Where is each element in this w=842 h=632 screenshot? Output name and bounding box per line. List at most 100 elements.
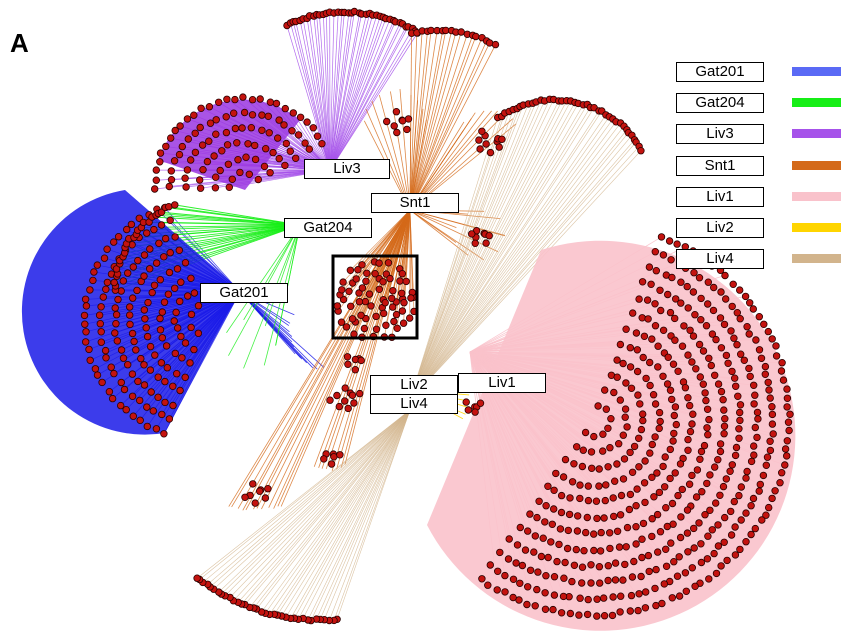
target-node	[620, 360, 627, 367]
target-node	[696, 520, 703, 527]
target-node	[689, 421, 696, 428]
target-node	[667, 475, 674, 482]
target-node	[617, 609, 624, 616]
target-node	[722, 272, 729, 279]
target-node	[342, 385, 349, 392]
target-node	[129, 330, 136, 337]
target-node	[101, 255, 108, 262]
target-node	[734, 341, 741, 348]
target-node	[706, 576, 713, 583]
target-node	[176, 298, 183, 305]
target-node	[162, 399, 169, 406]
target-node	[252, 156, 259, 163]
target-node	[141, 252, 148, 259]
target-node	[399, 270, 406, 277]
target-node	[623, 544, 630, 551]
target-node	[569, 578, 576, 585]
edge	[291, 410, 410, 618]
target-node	[655, 364, 662, 371]
target-node	[769, 403, 776, 410]
target-node	[584, 514, 591, 521]
target-node	[206, 103, 213, 110]
target-node	[159, 411, 166, 418]
target-node	[720, 483, 727, 490]
target-node	[697, 456, 704, 463]
target-node	[705, 431, 712, 438]
target-node	[784, 395, 791, 402]
target-node	[702, 511, 709, 518]
target-node	[752, 424, 759, 431]
target-node	[588, 580, 595, 587]
target-node	[723, 352, 730, 359]
target-node	[685, 436, 692, 443]
target-node	[626, 506, 633, 513]
target-node	[760, 472, 767, 479]
target-node	[602, 497, 609, 504]
target-node	[772, 488, 779, 495]
target-node	[660, 373, 667, 380]
target-node	[633, 541, 640, 548]
target-node	[769, 411, 776, 418]
target-node	[91, 269, 98, 276]
target-node	[115, 296, 122, 303]
target-node	[635, 392, 642, 399]
target-node	[554, 558, 561, 565]
target-node	[617, 397, 624, 404]
target-node	[538, 553, 545, 560]
target-node	[747, 373, 754, 380]
target-node	[548, 539, 555, 546]
target-node	[738, 517, 745, 524]
target-node	[606, 530, 613, 537]
target-node	[615, 440, 622, 447]
target-node	[408, 295, 415, 302]
target-node	[574, 528, 581, 535]
target-node	[510, 576, 517, 583]
target-node	[292, 155, 299, 162]
target-node	[614, 374, 621, 381]
target-node	[195, 330, 202, 337]
target-node	[617, 512, 624, 519]
target-node	[219, 148, 226, 155]
target-node	[87, 287, 94, 294]
target-node	[211, 153, 218, 160]
target-node	[565, 527, 572, 534]
target-node	[649, 336, 656, 343]
target-node	[769, 495, 776, 502]
target-node	[494, 587, 501, 594]
target-node	[752, 392, 759, 399]
target-node	[356, 298, 363, 305]
target-node	[778, 368, 785, 375]
legend-swatch	[792, 67, 841, 76]
target-node	[576, 612, 583, 619]
target-node	[401, 299, 408, 306]
target-node	[359, 262, 366, 269]
target-node	[337, 452, 344, 459]
target-node	[605, 425, 612, 432]
target-node	[499, 136, 506, 143]
target-node	[750, 382, 757, 389]
target-node	[171, 158, 178, 165]
target-node	[372, 270, 379, 277]
target-node	[145, 299, 152, 306]
target-node	[620, 577, 627, 584]
target-node	[698, 559, 705, 566]
target-node	[536, 498, 543, 505]
target-node	[98, 304, 105, 311]
target-node	[670, 438, 677, 445]
target-node	[104, 279, 111, 286]
target-node	[641, 333, 648, 340]
target-node	[703, 397, 710, 404]
legend-swatch	[792, 254, 841, 263]
target-node	[549, 521, 556, 528]
target-node	[376, 260, 383, 267]
target-node	[635, 435, 642, 442]
target-node	[594, 613, 601, 620]
target-node	[399, 308, 406, 315]
target-node	[684, 530, 691, 537]
target-node	[213, 131, 220, 138]
target-node	[611, 389, 618, 396]
target-node	[168, 176, 175, 183]
target-node	[640, 520, 647, 527]
target-node	[616, 544, 623, 551]
target-node	[173, 370, 180, 377]
